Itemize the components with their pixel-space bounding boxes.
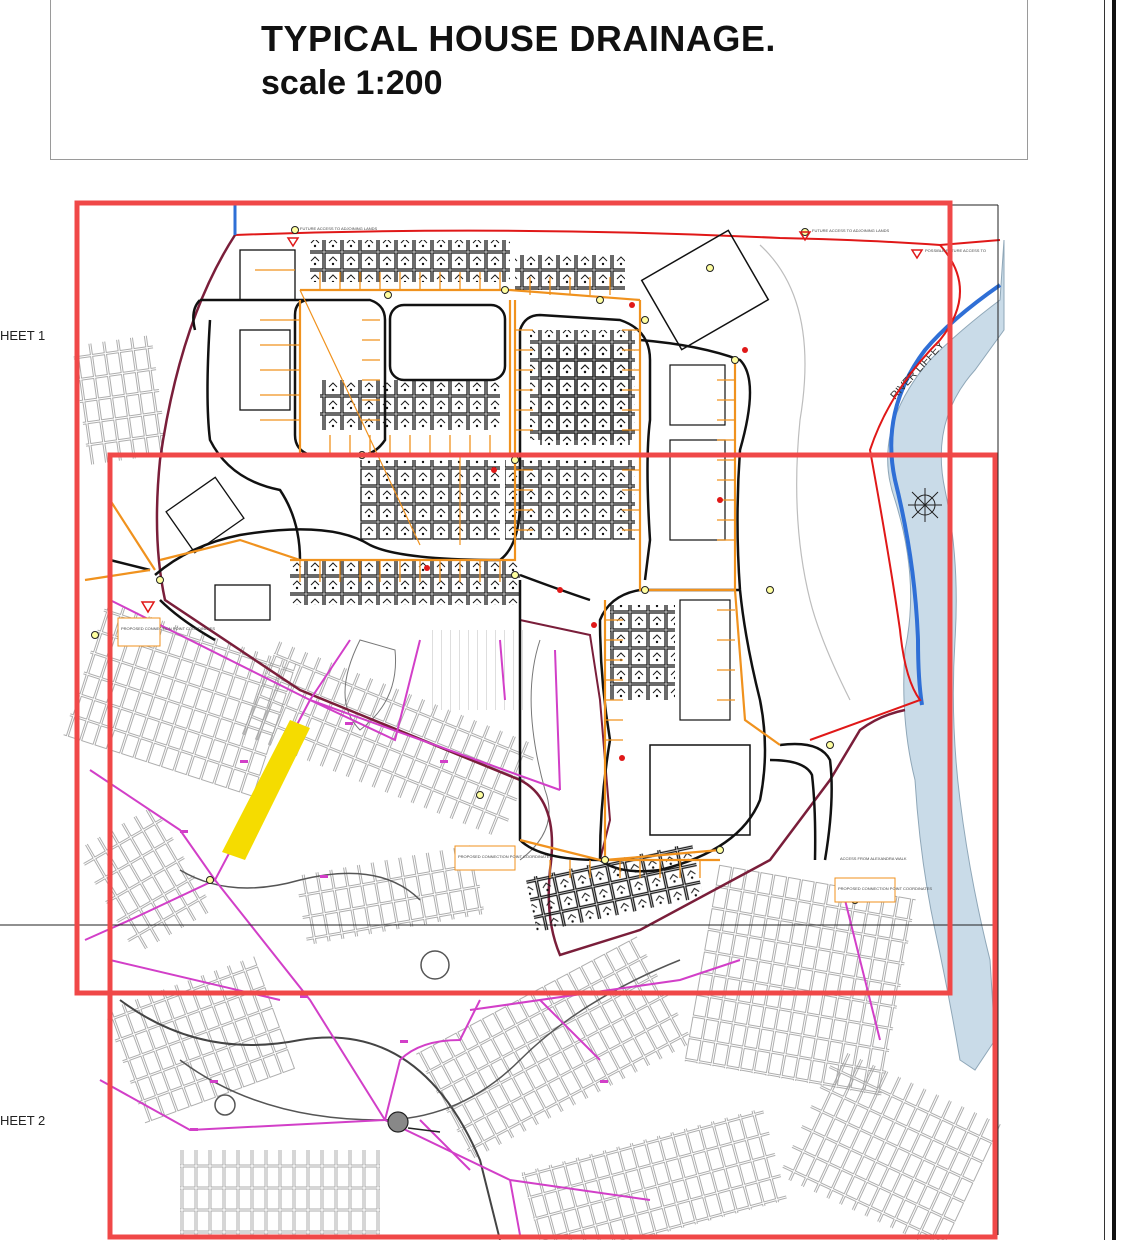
title-block: TYPICAL HOUSE DRAINAGE. scale 1:200 [50,0,1028,160]
future-access-label-1: FUTURE ACCESS TO ADJOINING LANDS [300,226,378,231]
connection-labels: PROPOSED CONNECTION POINT COORDINATES PR… [117,226,986,903]
connection-label-3: PROPOSED CONNECTION POINT COORDINATES [838,886,932,891]
site-boundary-lines [155,229,1001,957]
drawing-title: TYPICAL HOUSE DRAINAGE. [261,18,776,59]
north-arrow-icon [908,488,942,522]
access-markers [140,231,924,614]
drawing-scale: scale 1:200 [261,64,443,102]
proposed-drainage-network [84,288,781,862]
connection-label-2: PROPOSED CONNECTION POINT COORDINATES [458,854,552,859]
sheet-1-label: HEET 1 [0,328,46,343]
future-access-label-2: FUTURE ACCESS TO ADJOINING LANDS [812,228,890,233]
red-markers [424,302,748,761]
drawing-border-inner [1104,0,1105,1240]
connection-label-1: PROPOSED CONNECTION POINT COORDINATES [121,626,215,631]
highlighted-sewer-section [222,720,310,860]
possible-future-access-label: POSSIBLE FUTURE ACCESS TO [925,248,986,253]
proposed-house-blocks [165,229,770,933]
access-from-label: ACCESS FROM ALEXANDRA WALK [840,856,907,861]
sewer-markers [180,722,608,1131]
sheet-2-label: HEET 2 [0,1113,46,1128]
drainage-laterals [255,269,735,878]
drawing-border [1112,0,1116,1240]
pump-station [387,1111,441,1133]
sheet-1-frame [74,200,953,996]
sheet-2-frame [107,452,998,1240]
